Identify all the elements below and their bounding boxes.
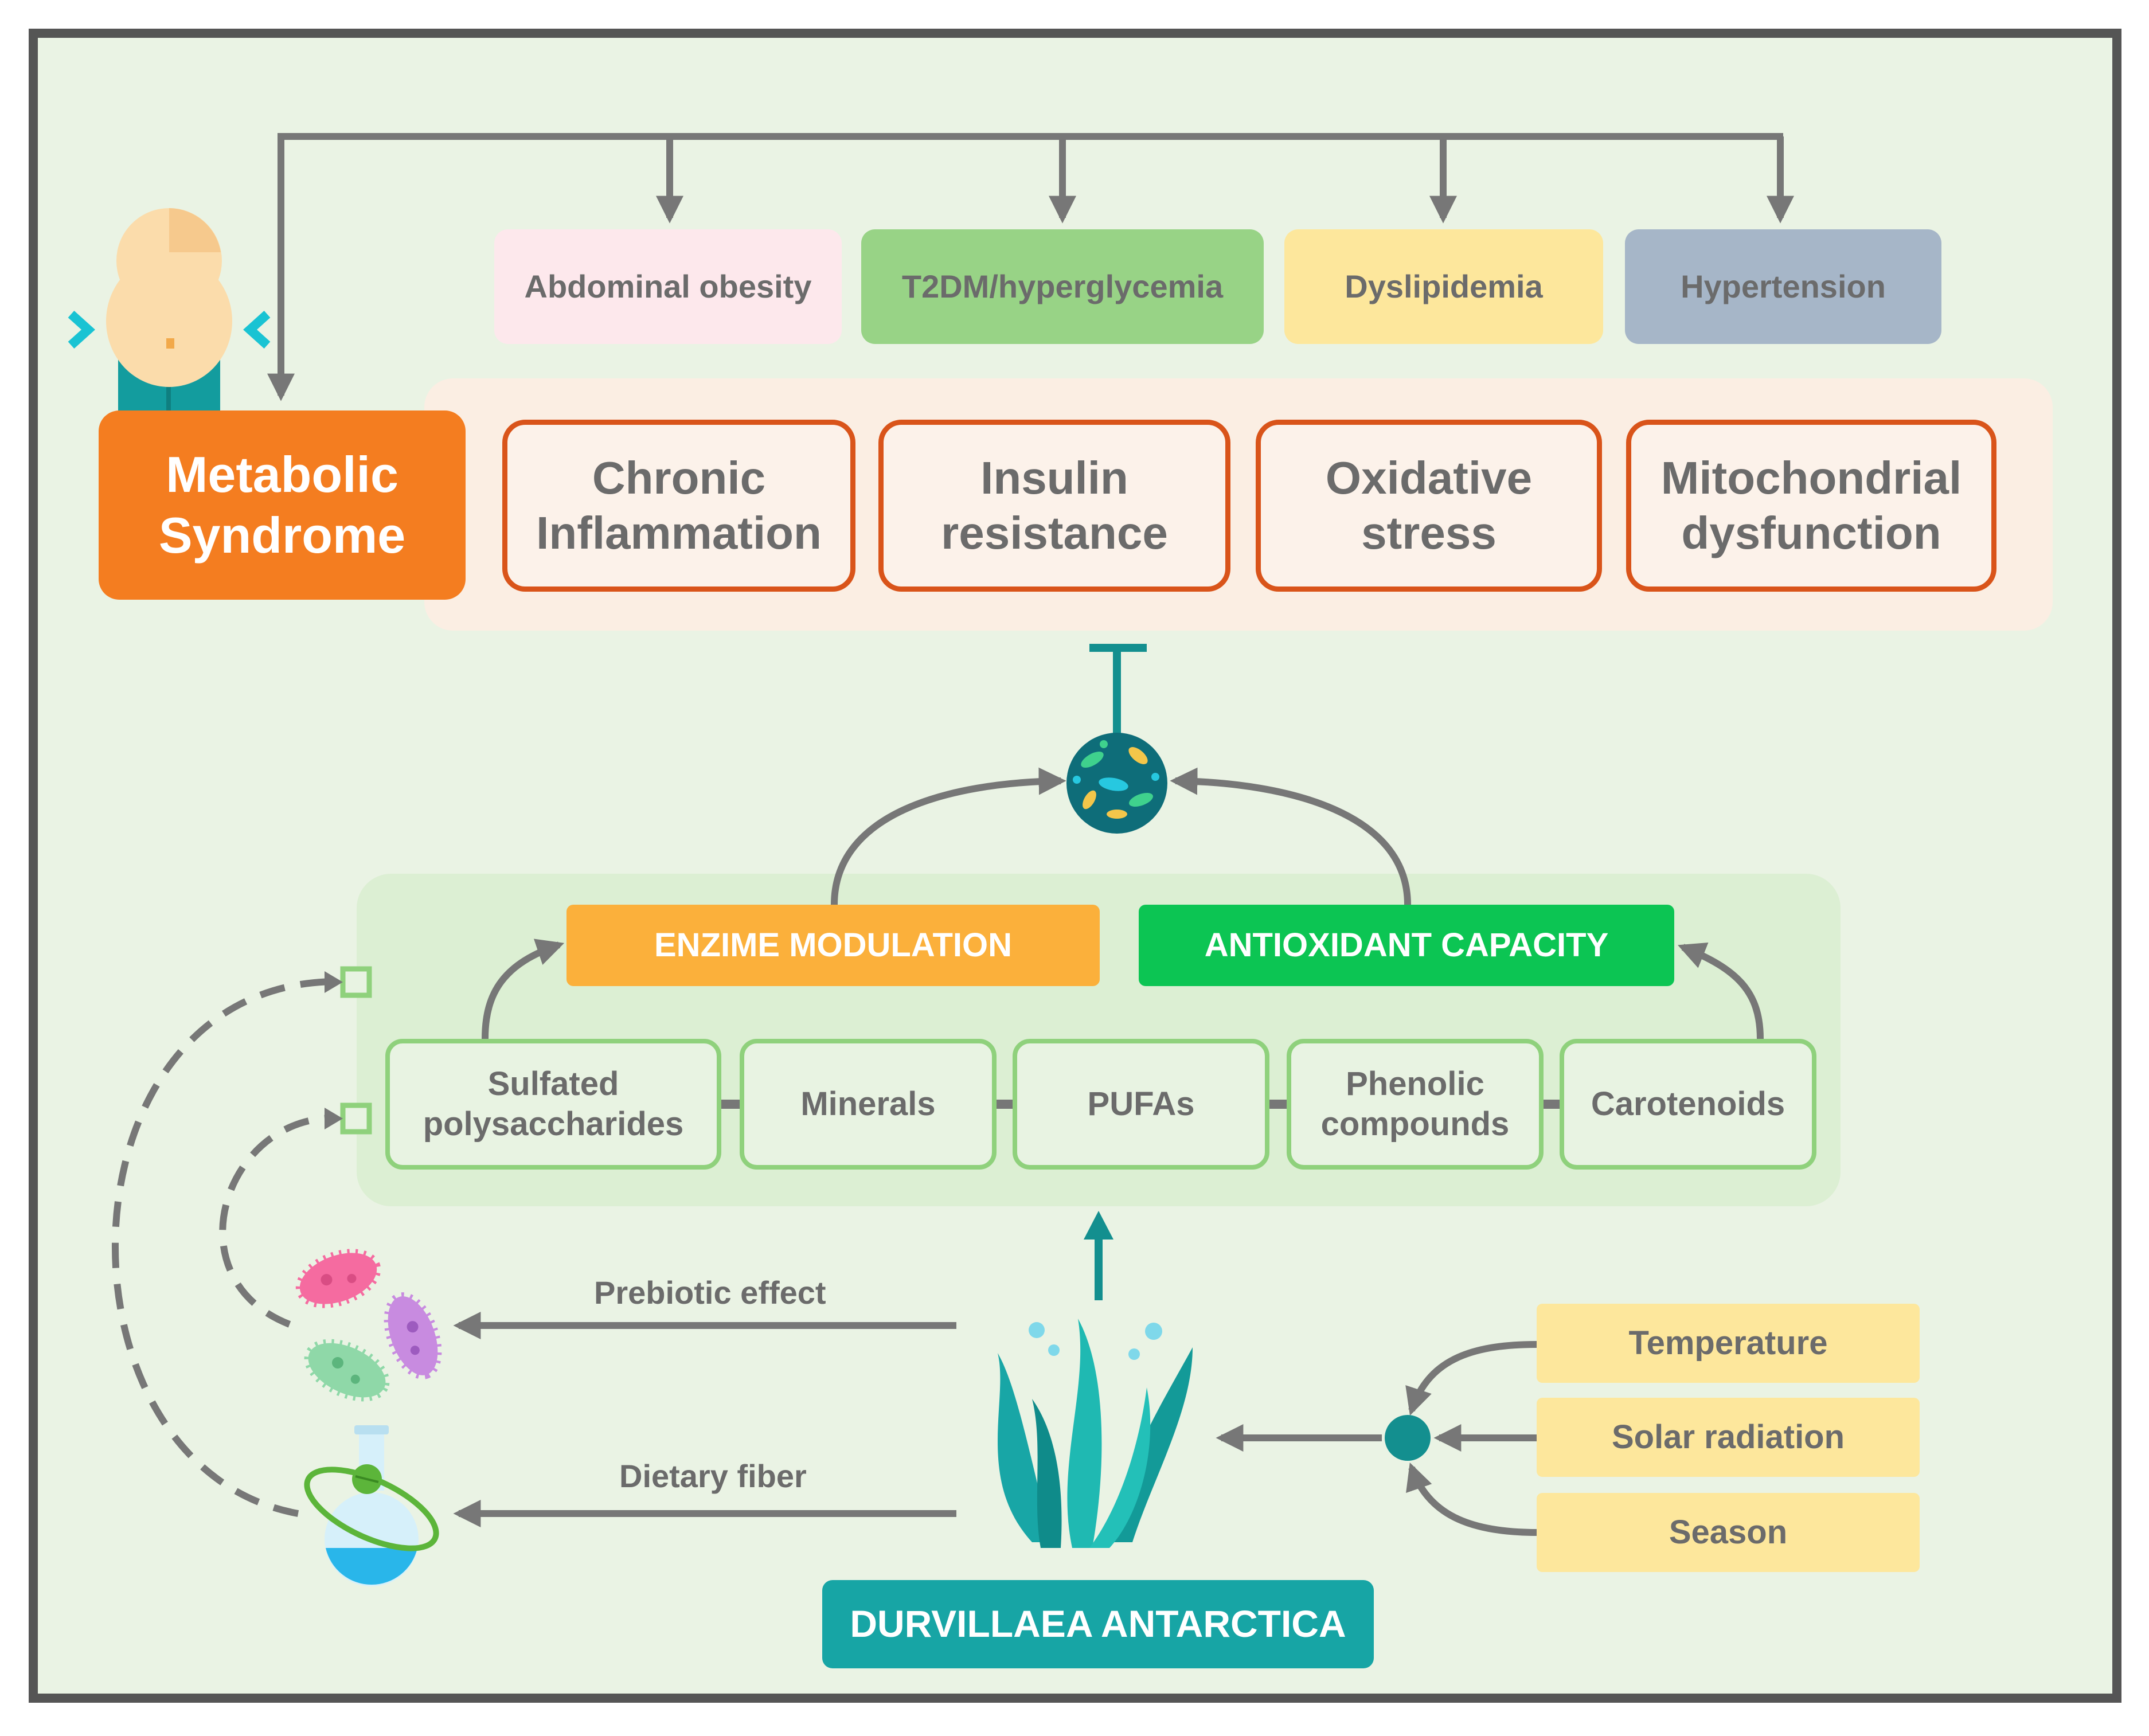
carotenoids-box: Carotenoids bbox=[1560, 1039, 1816, 1170]
antioxidant-capacity-label: ANTIOXIDANT CAPACITY bbox=[1204, 926, 1609, 964]
sulfated-line1: Sulfated bbox=[487, 1065, 619, 1103]
hypertension-label: Hypertension bbox=[1681, 268, 1886, 305]
left-arrows bbox=[453, 1312, 956, 1527]
enzime-modulation-label: ENZIME MODULATION bbox=[654, 926, 1012, 964]
chronic-inflammation-box: Chronic Inflammation bbox=[502, 420, 855, 592]
dashed-feedback-arrows bbox=[112, 978, 334, 1517]
dyslipidemia-label: Dyslipidemia bbox=[1345, 268, 1543, 305]
oxidative-stress-line2: stress bbox=[1361, 507, 1497, 558]
t2dm-label: T2DM/hyperglycemia bbox=[901, 268, 1224, 305]
dyslipidemia-box: Dyslipidemia bbox=[1284, 229, 1603, 344]
phenolic-line2: compounds bbox=[1320, 1105, 1510, 1143]
oxidative-stress-line1: Oxidative bbox=[1325, 452, 1533, 503]
obese-person-icon bbox=[68, 208, 271, 413]
t2dm-box: T2DM/hyperglycemia bbox=[861, 229, 1264, 344]
factor-merge-node bbox=[1385, 1415, 1431, 1461]
carotenoids-label: Carotenoids bbox=[1591, 1085, 1785, 1123]
sulfated-polysaccharides-box: Sulfated polysaccharides bbox=[385, 1039, 721, 1170]
factor-merge-arrows bbox=[1216, 1341, 1537, 1536]
pufas-label: PUFAs bbox=[1087, 1085, 1195, 1123]
temperature-label: Temperature bbox=[1628, 1324, 1828, 1362]
pufas-box: PUFAs bbox=[1013, 1039, 1269, 1170]
abdominal-obesity-label: Abdominal obesity bbox=[524, 268, 812, 305]
metabolic-syndrome-line1: Metabolic bbox=[166, 446, 398, 503]
inhibition-bar bbox=[1089, 644, 1147, 734]
dashed-arrow-endpoints bbox=[340, 966, 372, 1135]
solar-radiation-box: Solar radiation bbox=[1537, 1398, 1920, 1477]
metabolic-syndrome-box: Metabolic Syndrome bbox=[99, 410, 466, 600]
flask-icon bbox=[304, 1425, 439, 1586]
solar-radiation-label: Solar radiation bbox=[1611, 1418, 1845, 1456]
oxidative-stress-box: Oxidative stress bbox=[1256, 420, 1602, 592]
hypertension-box: Hypertension bbox=[1625, 229, 1941, 344]
enzime-modulation-box: ENZIME MODULATION bbox=[566, 905, 1100, 986]
compound-to-effect-arrows bbox=[482, 939, 1764, 1039]
abdominal-obesity-box: Abdominal obesity bbox=[494, 229, 842, 344]
durvillaea-antarctica-box: DURVILLAEA ANTARCTICA bbox=[822, 1580, 1374, 1668]
seaweed-up-arrow bbox=[1084, 1211, 1113, 1300]
insulin-resistance-line1: Insulin bbox=[980, 452, 1128, 503]
top-bracket-arrows bbox=[267, 133, 1794, 401]
season-label: Season bbox=[1669, 1514, 1788, 1551]
phenolic-line1: Phenolic bbox=[1346, 1065, 1484, 1103]
effect-to-microbiota-arrows bbox=[831, 767, 1411, 905]
prebiotic-effect-label: Prebiotic effect bbox=[594, 1274, 826, 1311]
gut-microbiota-icon bbox=[1066, 733, 1167, 834]
durvillaea-antarctica-label: DURVILLAEA ANTARCTICA bbox=[850, 1602, 1346, 1645]
chronic-inflammation-line2: Inflammation bbox=[536, 507, 822, 558]
dashed-arrow-heads bbox=[325, 971, 343, 1129]
bacteria-icon bbox=[295, 1249, 442, 1402]
antioxidant-capacity-box: ANTIOXIDANT CAPACITY bbox=[1139, 905, 1674, 986]
seaweed-icon bbox=[998, 1319, 1193, 1548]
minerals-label: Minerals bbox=[800, 1085, 936, 1123]
minerals-box: Minerals bbox=[740, 1039, 997, 1170]
season-box: Season bbox=[1537, 1493, 1920, 1572]
mitochondrial-dysfunction-line1: Mitochondrial bbox=[1660, 452, 1962, 503]
chronic-inflammation-line1: Chronic bbox=[592, 452, 766, 503]
mitochondrial-dysfunction-box: Mitochondrial dysfunction bbox=[1626, 420, 1996, 592]
dietary-fiber-label: Dietary fiber bbox=[619, 1458, 807, 1494]
temperature-box: Temperature bbox=[1537, 1304, 1920, 1383]
metabolic-syndrome-line2: Syndrome bbox=[158, 507, 406, 564]
phenolic-compounds-box: Phenolic compounds bbox=[1287, 1039, 1544, 1170]
insulin-resistance-box: Insulin resistance bbox=[878, 420, 1230, 592]
insulin-resistance-line2: resistance bbox=[941, 507, 1168, 558]
sulfated-line2: polysaccharides bbox=[423, 1105, 684, 1143]
mitochondrial-dysfunction-line2: dysfunction bbox=[1681, 507, 1941, 558]
